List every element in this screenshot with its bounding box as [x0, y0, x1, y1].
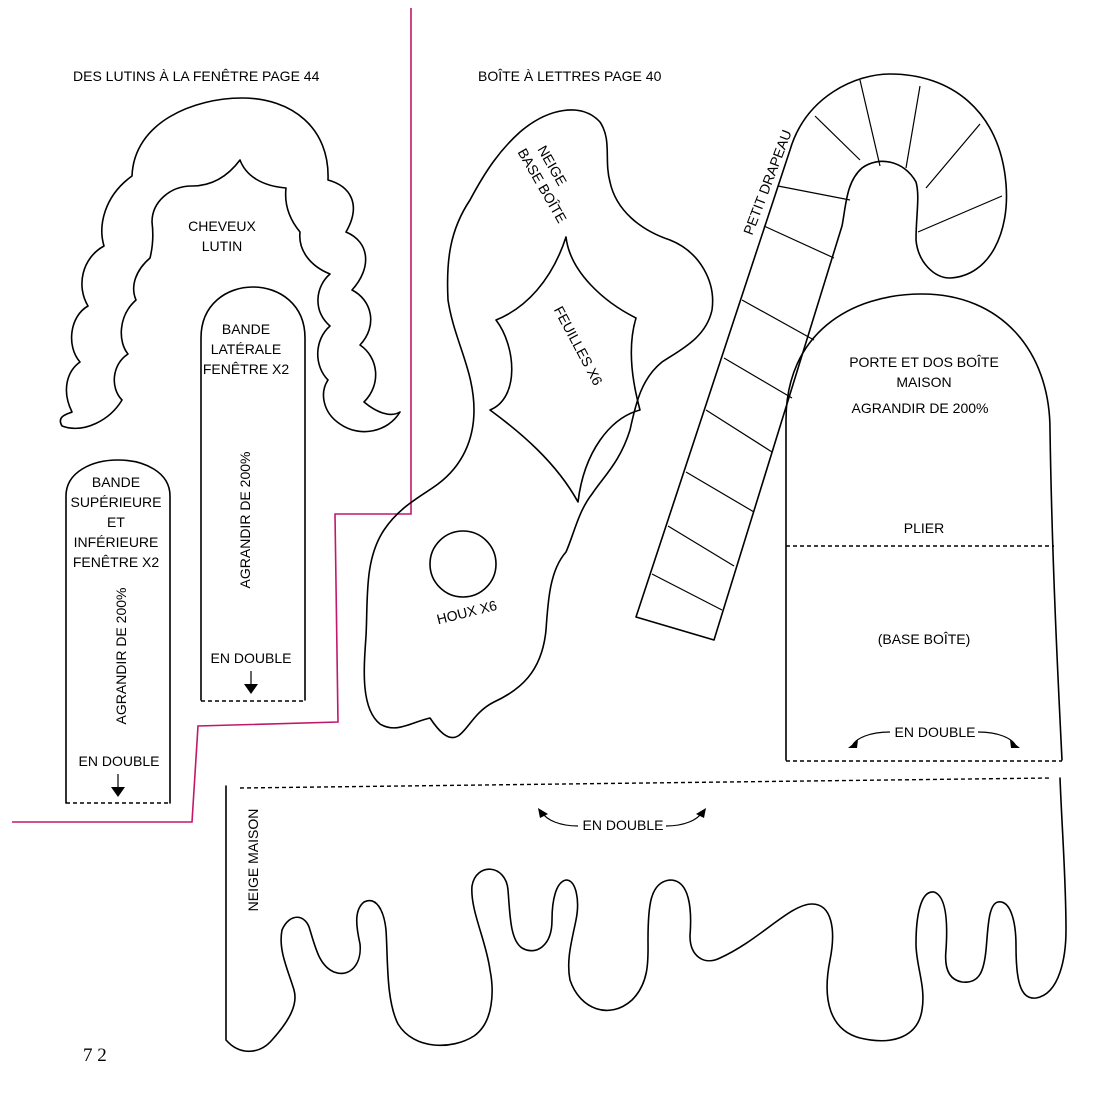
neige-maison-label: NEIGE MAISON: [245, 809, 261, 912]
porte-scale: AGRANDIR DE 200%: [852, 400, 989, 416]
porte-dos-piece: PORTE ET DOS BOÎTE MAISON AGRANDIR DE 20…: [785, 293, 1063, 762]
feuilles-label: FEUILLES X6: [551, 303, 606, 388]
porte-line1: PORTE ET DOS BOÎTE: [849, 354, 999, 370]
fold-arrow-icon: [111, 774, 125, 797]
bande-sup-fold: EN DOUBLE: [79, 753, 160, 769]
porte-fold-label: EN DOUBLE: [895, 724, 976, 740]
page-number: 7 2: [83, 1045, 107, 1066]
bande-sup-line2: SUPÉRIEURE: [70, 494, 161, 510]
double-arrow-icon: [848, 731, 1020, 748]
bande-sup-line1: BANDE: [92, 474, 140, 490]
bande-laterale-piece: BANDE LATÉRALE FENÊTRE X2 AGRANDIR DE 20…: [200, 286, 306, 702]
bande-laterale-scale: AGRANDIR DE 200%: [237, 452, 253, 589]
fold-arrow-icon: [244, 671, 258, 694]
bande-laterale-line1: BANDE: [222, 321, 270, 337]
section-divider-line: [12, 8, 412, 823]
header-right: BOÎTE À LETTRES PAGE 40: [478, 68, 662, 84]
bande-laterale-fold: EN DOUBLE: [211, 650, 292, 666]
double-arrow-icon: [538, 808, 706, 827]
porte-line2: MAISON: [896, 374, 951, 390]
houx-piece: HOUX X6: [429, 530, 499, 627]
header-left: DES LUTINS À LA FENÊTRE PAGE 44: [73, 68, 320, 84]
cheveux-label-line2: LUTIN: [202, 238, 242, 254]
houx-label: HOUX X6: [435, 597, 499, 627]
bande-sup-scale: AGRANDIR DE 200%: [113, 588, 129, 725]
bande-sup-line3: ET: [107, 514, 125, 530]
cheveux-lutin-piece: CHEVEUX LUTIN: [59, 97, 401, 433]
neige-base-boite-piece: NEIGE BASE BOÎTE: [363, 109, 714, 739]
cheveux-label-line1: CHEVEUX: [188, 218, 256, 234]
feuilles-piece: FEUILLES X6: [489, 236, 641, 503]
neige-maison-piece: NEIGE MAISON EN DOUBLE: [225, 777, 1067, 1053]
bande-laterale-line3: FENÊTRE X2: [203, 361, 290, 377]
bande-superieure-piece: BANDE SUPÉRIEURE ET INFÉRIEURE FENÊTRE X…: [65, 459, 171, 804]
bande-sup-line5: FENÊTRE X2: [73, 554, 160, 570]
neige-maison-fold: EN DOUBLE: [583, 817, 664, 833]
porte-base-label: (BASE BOÎTE): [878, 631, 971, 647]
bande-sup-line4: INFÉRIEURE: [74, 534, 159, 550]
porte-fold-line-label: PLIER: [904, 520, 944, 536]
bande-laterale-line2: LATÉRALE: [211, 341, 282, 357]
drapeau-stripes: [651, 79, 1003, 611]
